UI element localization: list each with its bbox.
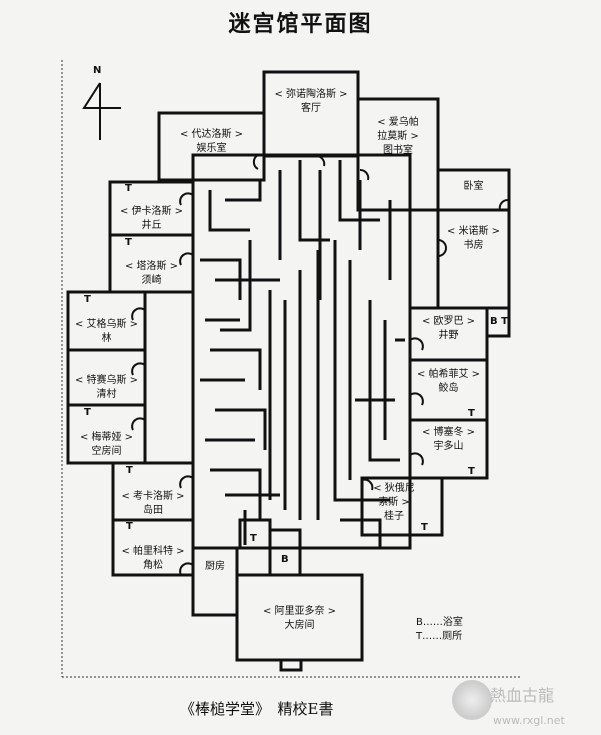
room-name: < 塔洛斯 > <box>124 261 179 272</box>
room-aegeus: < 艾格乌斯 > 林 <box>68 318 145 346</box>
room-name: < 帕希菲艾 > <box>416 369 481 380</box>
toilet-mark: T <box>250 533 257 544</box>
bath-toilet-mark: B T <box>490 316 508 327</box>
room-name: < 帕里科特 > <box>121 546 185 557</box>
room-bedroom: 卧室 <box>438 180 509 194</box>
room-medea: < 梅蒂娅 > 空房间 <box>68 431 145 459</box>
watermark-name: 熱血古龍 <box>490 686 555 705</box>
room-name: < 弥诺陶洛斯 > <box>274 89 348 100</box>
toilet-mark: T <box>468 408 475 419</box>
room-sub: 桂子 <box>384 511 404 522</box>
room-sub: 岛田 <box>143 505 163 516</box>
room-recreation: < 代达洛斯 > 娱乐室 <box>159 128 264 156</box>
toilet-mark: T <box>125 237 132 248</box>
room-name: < 艾格乌斯 > <box>74 319 139 330</box>
room-study: < 米诺斯 > 书房 <box>438 225 509 253</box>
room-name: < 伊卡洛斯 > <box>119 206 184 217</box>
room-talos: < 塔洛斯 > 须崎 <box>110 260 193 288</box>
room-sub: 须崎 <box>141 275 162 286</box>
room-name-2: 索斯 > <box>378 497 410 508</box>
compass-arrow-icon <box>82 82 121 140</box>
toilet-mark: T <box>126 521 133 532</box>
room-sub: 角松 <box>143 560 163 571</box>
room-perdix: < 帕里科特 > 角松 <box>113 545 193 573</box>
room-icarus: < 伊卡洛斯 > 井丘 <box>110 205 193 233</box>
room-poseidon: < 博塞冬 > 宇多山 <box>410 426 487 454</box>
room-walls <box>66 70 511 672</box>
room-name: < 特赛乌斯 > <box>74 375 139 386</box>
room-sub: 卧室 <box>463 181 484 192</box>
room-sub: 鲛岛 <box>438 383 459 394</box>
toilet-mark: T <box>125 183 132 194</box>
north-label: N <box>93 65 102 76</box>
room-sub: 林 <box>101 333 112 344</box>
room-name: < 阿里亚多奈 > <box>262 606 337 617</box>
room-ariadne: < 阿里亚多奈 > 大房间 <box>237 605 362 633</box>
room-sub: 井野 <box>438 330 459 341</box>
room-sub: 娱乐室 <box>196 143 227 154</box>
caption: 《棒槌学堂》 精校E書 <box>180 700 334 718</box>
legend-toilet: T……厕所 <box>416 631 463 642</box>
room-name: < 代达洛斯 > <box>179 129 244 140</box>
room-name: < 爱乌帕 <box>377 117 419 128</box>
room-pasiphae: < 帕希菲艾 > 鲛岛 <box>410 368 487 396</box>
watermark-url: www.rxgl.net <box>493 714 565 727</box>
room-name: < 米诺斯 > <box>446 226 501 237</box>
room-sub: 厨房 <box>205 561 225 572</box>
room-library: < 爱乌帕 拉莫斯 > 图书室 <box>358 116 438 158</box>
room-kitchen: 厨房 <box>193 560 237 574</box>
toilet-mark: T <box>126 465 133 476</box>
plan-title: 迷宫馆平面图 <box>228 12 373 37</box>
room-sub: 图书室 <box>383 145 413 156</box>
room-name: < 博塞冬 > <box>421 427 476 438</box>
toilet-mark: T <box>84 407 91 418</box>
watermark-logo-icon <box>452 680 492 720</box>
room-sub: 空房间 <box>91 446 122 457</box>
room-name: < 欧罗巴 > <box>421 316 476 327</box>
legend: B……浴室 T……厕所 <box>416 616 463 644</box>
room-name: < 狄俄尼 <box>373 483 415 494</box>
room-sub: 大房间 <box>284 620 315 631</box>
room-dionysus: < 狄俄尼 索斯 > 桂子 <box>362 482 426 524</box>
door-arcs <box>131 154 509 576</box>
room-cocalus: < 考卡洛斯 > 岛田 <box>113 490 193 518</box>
room-name: < 考卡洛斯 > <box>121 491 185 502</box>
room-sub: 清村 <box>96 389 117 400</box>
legend-bath: B……浴室 <box>416 617 463 628</box>
toilet-mark: T <box>468 466 475 477</box>
toilet-mark: T <box>421 522 428 533</box>
room-sub: 客厅 <box>301 103 321 114</box>
room-sub: 井丘 <box>141 220 162 231</box>
maze-walls <box>200 160 405 548</box>
room-europa: < 欧罗巴 > 井野 <box>410 315 487 343</box>
room-living: < 弥诺陶洛斯 > 客厅 <box>264 88 358 116</box>
room-theseus: < 特赛乌斯 > 清村 <box>68 374 145 402</box>
border-dotted-lines <box>61 60 520 678</box>
room-name: < 梅蒂娅 > <box>79 432 134 443</box>
toilet-mark: T <box>84 294 91 305</box>
bath-mark: B <box>281 554 289 565</box>
room-sub: 书房 <box>463 240 484 251</box>
room-sub: 宇多山 <box>433 441 464 452</box>
room-name-2: 拉莫斯 > <box>377 131 419 142</box>
